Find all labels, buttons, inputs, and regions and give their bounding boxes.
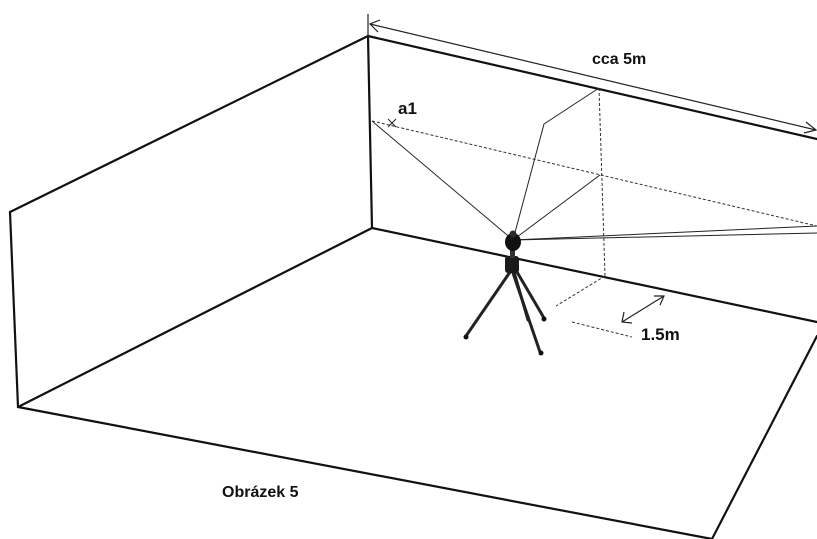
back-wall-top-edge [366, 34, 817, 141]
room-outline [8, 34, 817, 539]
left-wall-top-edge [8, 34, 370, 214]
tripod-head [505, 256, 519, 273]
tripod-foot-front [538, 350, 544, 356]
laser-level-body [505, 233, 521, 251]
width-dimension-line [369, 23, 817, 131]
laser-beams [371, 87, 817, 338]
distance-dimension-line [621, 295, 665, 323]
tripod-leg-right [515, 270, 546, 320]
distance-arrowhead-lower [621, 311, 633, 324]
width-label: cca 5m [592, 51, 646, 68]
vertical-laser-line [598, 87, 606, 277]
corner-vertical-edge [366, 34, 374, 230]
laser-level-tripod [463, 230, 547, 356]
laser-emitter [509, 230, 517, 238]
floor-laser-line [555, 275, 606, 307]
left-floor-edge [16, 226, 374, 409]
vertical-fan-top [543, 87, 600, 125]
tripod-leg-back [512, 270, 530, 322]
beam-to-right-mid [512, 225, 817, 241]
tripod-foot-right [541, 316, 547, 322]
front-floor-edge [16, 405, 714, 539]
right-floor-edge [710, 334, 817, 539]
tripod-column [510, 249, 515, 258]
left-wall-front-edge [8, 210, 20, 409]
width-dimension [367, 14, 817, 134]
tripod-foot-left [463, 334, 469, 340]
back-floor-edge [370, 226, 817, 324]
beam-to-cross-point [512, 174, 601, 241]
beam-to-right-wall [512, 232, 817, 241]
distance-dimension [621, 295, 665, 324]
distance-label: 1.5m [641, 325, 680, 344]
distance-arrowhead-upper [654, 295, 665, 306]
horizontal-laser-line [371, 120, 817, 227]
point-a1-label: a1 [398, 99, 417, 118]
tripod-leg-left [464, 270, 512, 338]
distance-guide-line [571, 321, 633, 338]
figure-caption: Obrázek 5 [222, 484, 299, 501]
point-a1-marker [387, 118, 397, 128]
beam-to-vertical-top [512, 123, 545, 241]
width-arrowhead-left [368, 19, 381, 33]
beam-to-a1 [371, 120, 514, 241]
width-arrowhead-right [803, 121, 817, 134]
